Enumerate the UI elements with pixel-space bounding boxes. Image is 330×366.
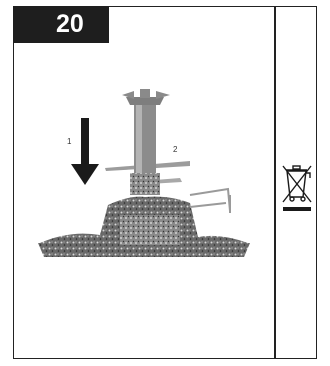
callout-label-2: 2 — [173, 145, 178, 154]
bowl-base — [38, 196, 250, 257]
blade-shaft — [122, 89, 170, 195]
step-number: 20 — [56, 10, 84, 38]
page-frame — [13, 6, 317, 359]
weee-crossed-out-bin-icon — [282, 165, 312, 211]
sidebar-divider — [274, 6, 276, 359]
callout-label-1: 1 — [67, 137, 72, 146]
bowl-handle — [189, 187, 231, 213]
down-arrow-icon — [71, 118, 99, 185]
assembly-illustration — [38, 89, 250, 257]
step-number-badge: 20 — [13, 6, 109, 43]
